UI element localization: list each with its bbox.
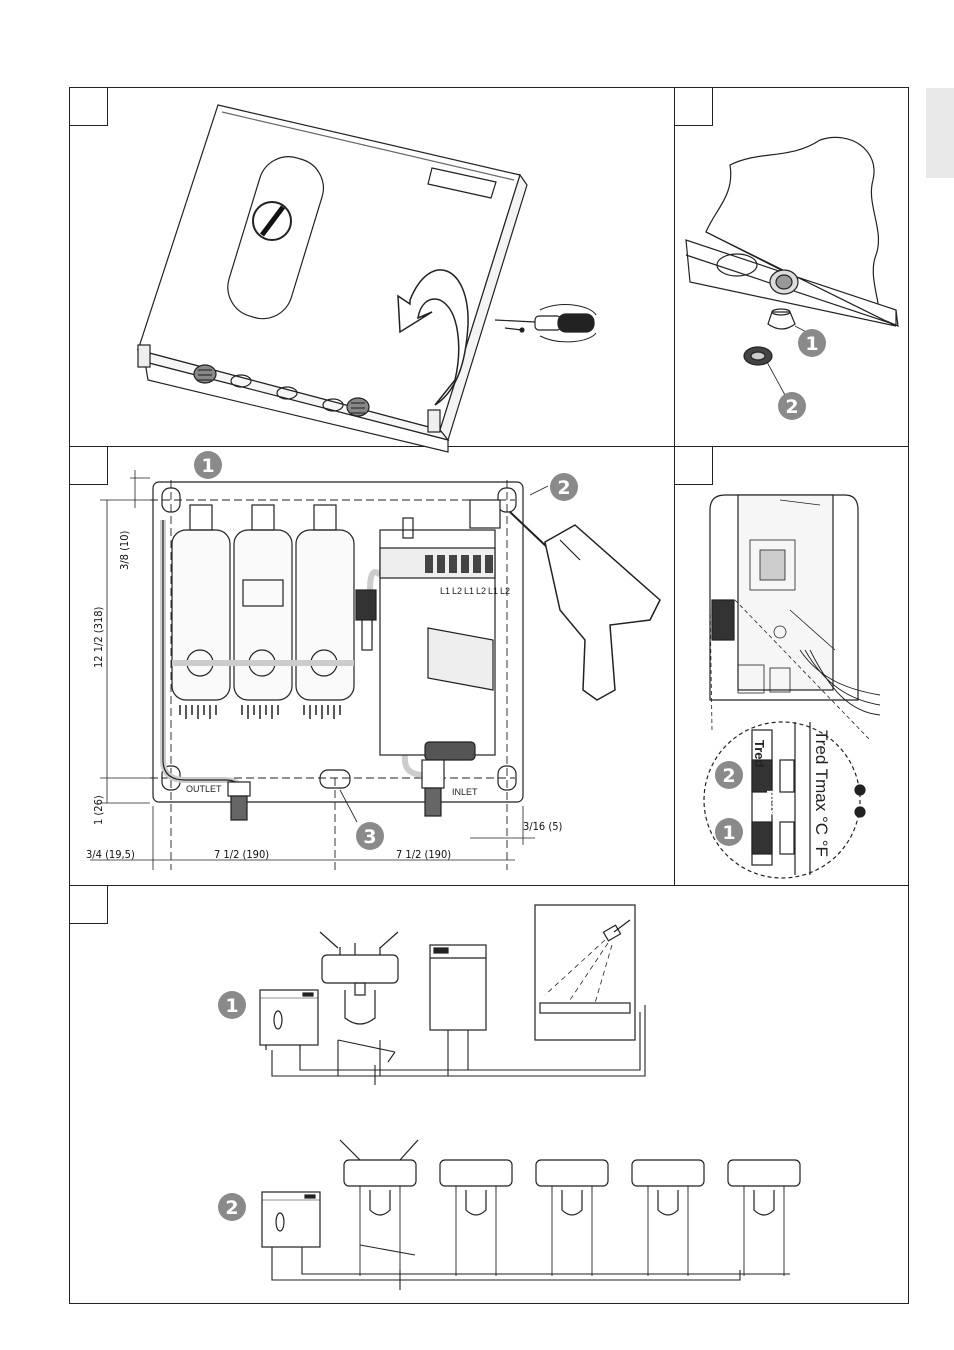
heating-elements xyxy=(172,505,354,719)
dial-max-label: max xyxy=(764,790,779,817)
dim-top-left: 3/8 (10) xyxy=(118,530,131,570)
installation-layout-2 xyxy=(262,1140,800,1290)
pipe-network-2 xyxy=(272,1245,790,1290)
outlet-label: OUTLET xyxy=(186,784,222,794)
dim-bottom-left: 1 (26) xyxy=(92,795,105,825)
terminal-label: L2 xyxy=(452,586,462,596)
filter-washer-icon xyxy=(744,347,772,365)
outlet-fitting-icon xyxy=(194,365,216,383)
heater-interior-drawing xyxy=(150,480,660,870)
control-board xyxy=(380,500,500,755)
badge-label: 3 xyxy=(363,826,376,848)
dim-left: 3/4 (19,5) xyxy=(86,848,135,861)
dim-height: 12 1/2 (318) xyxy=(92,606,105,668)
terminal-label: L1 xyxy=(464,586,474,596)
dial-slider-label: Tred xyxy=(752,740,767,768)
terminal-label: L1 xyxy=(488,586,498,596)
terminal-label: L1 xyxy=(440,586,450,596)
sink-icon xyxy=(320,932,398,1024)
inlet-fitting-icon xyxy=(347,398,369,416)
badge-label: 1 xyxy=(225,995,238,1017)
badge-label: 2 xyxy=(785,396,798,418)
filter-screen-drawing xyxy=(686,137,898,395)
installation-layout-1 xyxy=(260,905,645,1085)
heater-unit-icon xyxy=(262,1192,320,1247)
badge-label: 1 xyxy=(201,455,214,477)
sink-row xyxy=(340,1140,800,1276)
drill-icon xyxy=(510,512,660,700)
shower-icon xyxy=(535,905,635,1040)
inlet-label: INLET xyxy=(452,787,478,797)
badge-label: 2 xyxy=(557,477,570,499)
dial-label: Tred Tmax °C °F xyxy=(812,730,831,857)
badge-label: 1 xyxy=(722,822,735,844)
badge-label: 2 xyxy=(225,1197,238,1219)
badge-label: 1 xyxy=(805,333,818,355)
outlet-pipe-icon xyxy=(228,782,250,820)
filter-screen-icon xyxy=(768,309,795,329)
dim-mid1: 7 1/2 (190) xyxy=(214,848,269,861)
dim-right: 3/16 (5) xyxy=(523,820,563,833)
heater-cover-drawing xyxy=(138,105,596,452)
heater-unit-icon xyxy=(260,990,318,1050)
screwdriver-icon xyxy=(495,305,596,342)
washing-machine-icon xyxy=(430,945,486,1030)
cover-knob-icon xyxy=(253,202,291,240)
terminal-label: L2 xyxy=(476,586,486,596)
terminal-label: L2 xyxy=(500,586,510,596)
badge-label: 2 xyxy=(722,765,735,787)
dim-mid2: 7 1/2 (190) xyxy=(396,848,451,861)
